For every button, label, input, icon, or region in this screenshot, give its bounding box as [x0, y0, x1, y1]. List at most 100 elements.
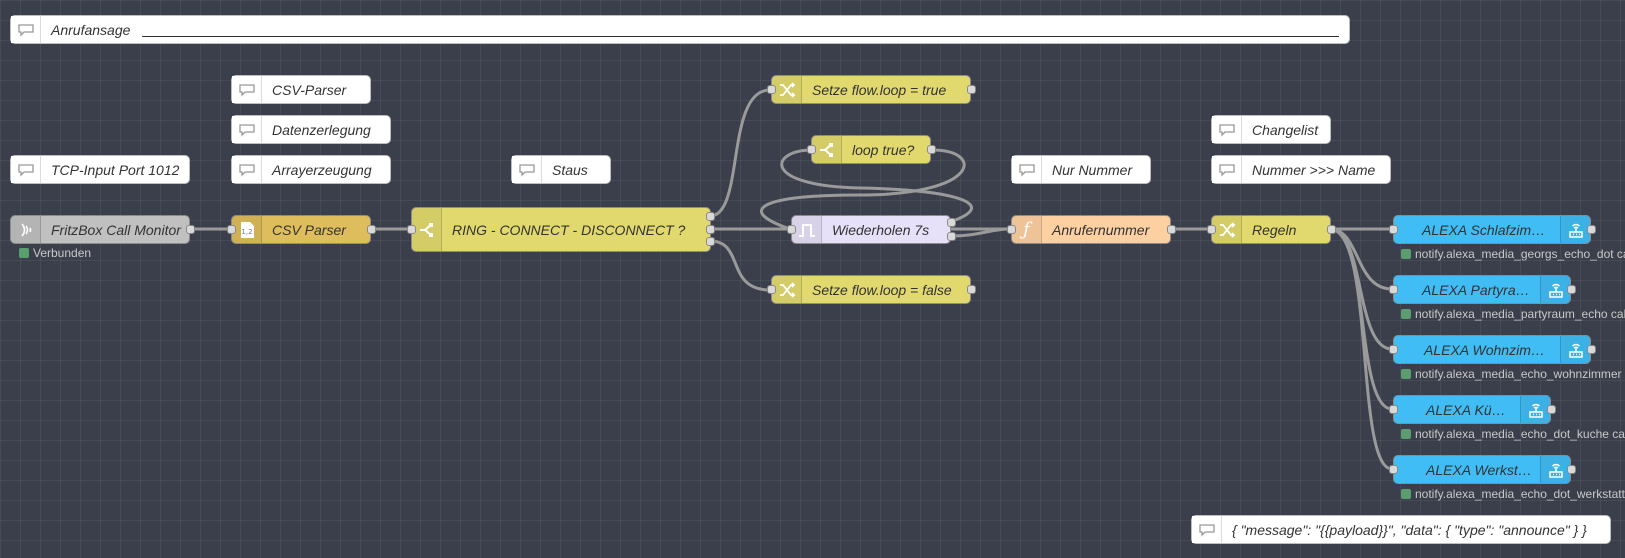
port-alexa-schlaf-out[interactable]: [1587, 225, 1596, 234]
comment-payload-template[interactable]: { "message": "{{payload}}", "data": { "t…: [1191, 515, 1611, 544]
port-anrufer-out[interactable]: [1167, 225, 1176, 234]
port-alexa-kueche-in[interactable]: [1389, 405, 1398, 414]
node-change-loop-false[interactable]: Setze flow.loop = false: [771, 275, 971, 304]
node-fritzbox-call-monitor[interactable]: FritzBox Call Monitor: [10, 215, 190, 244]
port-loop-in[interactable]: [807, 145, 816, 154]
node-function-anrufernummer[interactable]: ƒ Anrufernummer: [1011, 215, 1171, 244]
port-switch-out-2[interactable]: [706, 225, 715, 234]
shuffle-icon: [772, 76, 802, 103]
shuffle-icon: [772, 276, 802, 303]
comment-tcp-input[interactable]: TCP-Input Port 1012: [10, 155, 190, 184]
wire-regeln-party: [1328, 227, 1394, 291]
node-label: ALEXA Küche: [1426, 401, 1515, 418]
status-text: notify.alexa_media_echo_dot_kuche ca: [1415, 427, 1625, 441]
port-change-true-in[interactable]: [767, 85, 776, 94]
node-alexa-wohnzimmer[interactable]: ALEXA Wohnzimmer: [1393, 335, 1591, 364]
status-dot: [1401, 369, 1411, 379]
comment-label: Datenzerlegung: [272, 121, 371, 138]
node-delay-wiederholen[interactable]: Wiederholen 7s: [791, 215, 951, 244]
node-switch-loop-true[interactable]: loop true?: [811, 135, 931, 164]
status-alexa-partyraum: notify.alexa_media_partyraum_echo cal: [1401, 307, 1625, 321]
switch-icon: [812, 136, 842, 163]
node-alexa-partyraum[interactable]: ALEXA Partyraum: [1393, 275, 1571, 304]
port-alexa-wohn-in[interactable]: [1389, 345, 1398, 354]
port-csv-out[interactable]: [367, 225, 376, 234]
status-dot: [1401, 309, 1411, 319]
comment-nummer-name[interactable]: Nummer >>> Name: [1211, 155, 1391, 184]
port-delay-out-2[interactable]: [947, 232, 956, 241]
port-alexa-party-in[interactable]: [1389, 285, 1398, 294]
port-alexa-wohn-out[interactable]: [1587, 345, 1596, 354]
comment-icon: [11, 16, 41, 43]
port-change-false-out[interactable]: [967, 285, 976, 294]
shuffle-icon: [1212, 216, 1242, 243]
node-change-loop-true[interactable]: Setze flow.loop = true: [771, 75, 971, 104]
comment-nur-nummer[interactable]: Nur Nummer: [1011, 155, 1151, 184]
port-alexa-kueche-out[interactable]: [1547, 405, 1556, 414]
wire-loop-delay: [759, 148, 966, 231]
router-icon: [1520, 396, 1550, 423]
status-fritzbox: Verbunden: [19, 246, 91, 260]
port-fritzbox-out[interactable]: [186, 225, 195, 234]
comment-changelist[interactable]: Changelist: [1211, 115, 1331, 144]
comment-icon: [232, 116, 262, 143]
status-text: notify.alexa_media_partyraum_echo cal: [1415, 307, 1625, 321]
port-switch-in[interactable]: [407, 225, 416, 234]
comment-icon: [1012, 156, 1042, 183]
comment-icon: [11, 156, 41, 183]
port-switch-out-1[interactable]: [706, 212, 715, 221]
port-delay-out-1[interactable]: [947, 218, 956, 227]
port-delay-in[interactable]: [787, 225, 796, 234]
node-change-regeln[interactable]: Regeln: [1211, 215, 1331, 244]
tcp-wave-icon: [11, 216, 41, 243]
port-change-false-in[interactable]: [767, 285, 776, 294]
comment-icon: [1212, 156, 1242, 183]
node-label: ALEXA Wohnzimmer: [1424, 341, 1555, 358]
node-alexa-kueche[interactable]: ALEXA Küche: [1393, 395, 1551, 424]
node-label: RING - CONNECT - DISCONNECT ?: [452, 221, 686, 238]
node-alexa-werkstatt[interactable]: ALEXA Werkstatt: [1393, 455, 1571, 484]
comment-label: { "message": "{{payload}}", "data": { "t…: [1232, 521, 1587, 538]
comment-datenzerlegung[interactable]: Datenzerlegung: [231, 115, 391, 144]
node-csv-parser[interactable]: 1,2 CSV Parser: [231, 215, 371, 244]
comment-label: Changelist: [1252, 121, 1319, 138]
comment-staus[interactable]: Staus: [511, 155, 611, 184]
status-dot: [1401, 429, 1411, 439]
wire-delay-out2: [948, 227, 1012, 238]
port-alexa-schlaf-in[interactable]: [1389, 225, 1398, 234]
comment-csv-parser[interactable]: CSV-Parser: [231, 75, 371, 104]
comment-icon: [232, 156, 262, 183]
port-loop-out[interactable]: [927, 145, 936, 154]
node-label: FritzBox Call Monitor: [51, 221, 181, 238]
port-csv-in[interactable]: [227, 225, 236, 234]
status-text: Verbunden: [33, 246, 92, 260]
status-dot: [19, 248, 29, 258]
node-label: Wiederholen 7s: [832, 221, 930, 238]
node-switch-ring-connect[interactable]: RING - CONNECT - DISCONNECT ?: [411, 207, 711, 252]
status-dot: [1401, 489, 1411, 499]
port-alexa-party-out[interactable]: [1567, 285, 1576, 294]
node-label: loop true?: [852, 141, 915, 158]
port-regeln-out[interactable]: [1327, 225, 1336, 234]
wire-switch-false: [708, 239, 772, 292]
comment-icon: [512, 156, 542, 183]
port-anrufer-in[interactable]: [1007, 225, 1016, 234]
port-regeln-in[interactable]: [1207, 225, 1216, 234]
router-icon: [1560, 216, 1590, 243]
port-alexa-werk-out[interactable]: [1567, 465, 1576, 474]
port-change-true-out[interactable]: [967, 85, 976, 94]
switch-icon: [412, 208, 442, 251]
node-label: ALEXA Werkstatt: [1426, 461, 1534, 478]
comment-icon: [1212, 116, 1242, 143]
wire-delay-loop: [780, 148, 974, 224]
port-alexa-werk-in[interactable]: [1389, 465, 1398, 474]
comment-anrufansage[interactable]: Anrufansage: [10, 15, 1350, 44]
node-alexa-schlafzimmer[interactable]: ALEXA Schlafzimmer: [1393, 215, 1591, 244]
comment-label: Staus: [552, 161, 588, 178]
comment-label: Anrufansage: [51, 21, 131, 38]
node-label: ALEXA Schlafzimmer: [1422, 221, 1556, 238]
port-switch-out-3[interactable]: [706, 237, 715, 246]
comment-arrayerzeugung[interactable]: Arrayerzeugung: [231, 155, 391, 184]
comment-label: TCP-Input Port 1012: [51, 161, 180, 178]
node-label: Setze flow.loop = true: [812, 81, 947, 98]
